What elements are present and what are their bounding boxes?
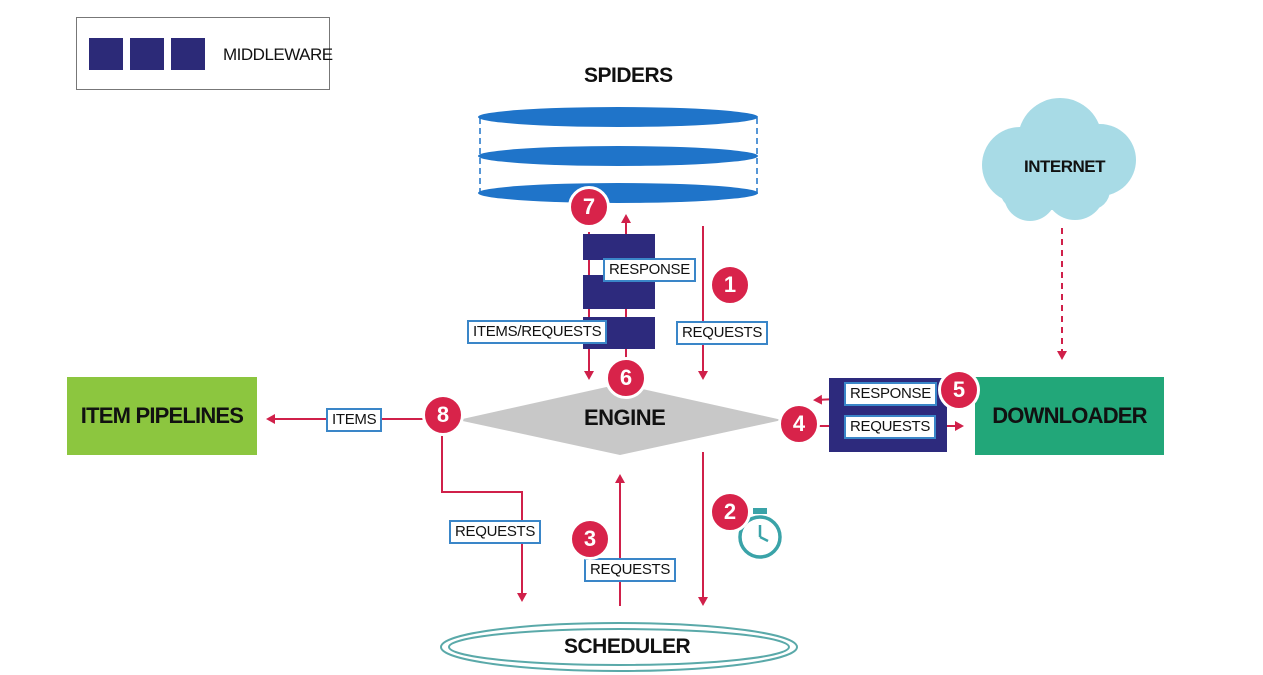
timer-icon xyxy=(738,508,782,559)
engine-to-scheduler-requests-label: REQUESTS xyxy=(449,520,542,544)
downloader-response-label: RESPONSE xyxy=(844,382,937,406)
legend-middleware-swatch xyxy=(171,38,205,70)
spider-middleware-block xyxy=(583,234,655,260)
items-requests-label: ITEMS/REQUESTS xyxy=(467,320,608,344)
downloader-label: DOWNLOADER xyxy=(992,403,1147,428)
step-badge-4: 4 xyxy=(778,403,820,445)
downloader-requests-label: REQUESTS xyxy=(844,415,937,439)
step-badge-3: 3 xyxy=(569,518,611,560)
step-badge-8: 8 xyxy=(422,394,464,436)
internet-cloud xyxy=(982,98,1136,221)
step-badge-2: 2 xyxy=(709,491,751,533)
engine-label: ENGINE xyxy=(584,405,666,430)
spiders-disc-top xyxy=(478,107,758,127)
spiders-disc-bottom xyxy=(478,183,758,203)
spider-response-label: RESPONSE xyxy=(603,258,696,282)
spiders-stack xyxy=(478,107,758,203)
scheduler-shape xyxy=(440,622,798,672)
arrow-requests-to-scheduler xyxy=(441,436,527,602)
legend-box: MIDDLEWARE xyxy=(76,17,333,90)
spiders-disc-middle xyxy=(478,146,758,166)
legend-middleware-swatch xyxy=(89,38,123,70)
scheduler-label: SCHEDULER xyxy=(564,635,691,658)
spiders-label: SPIDERS xyxy=(584,64,673,87)
step-badge-7: 7 xyxy=(568,186,610,228)
items-label: ITEMS xyxy=(326,408,383,432)
internet-label: INTERNET xyxy=(1024,157,1106,176)
engine-shape xyxy=(458,384,782,455)
legend-label: MIDDLEWARE xyxy=(223,45,333,64)
step-badge-5: 5 xyxy=(938,369,980,411)
item-pipelines-box: ITEM PIPELINES xyxy=(67,377,257,455)
scheduler-to-engine-requests-label: REQUESTS xyxy=(584,558,677,582)
step-badge-1: 1 xyxy=(709,264,751,306)
step-badge-6: 6 xyxy=(605,357,647,399)
item-pipelines-label: ITEM PIPELINES xyxy=(80,403,244,428)
legend-middleware-swatch xyxy=(130,38,164,70)
downloader-box: DOWNLOADER xyxy=(975,377,1164,455)
spider-requests-label: REQUESTS xyxy=(676,321,769,345)
